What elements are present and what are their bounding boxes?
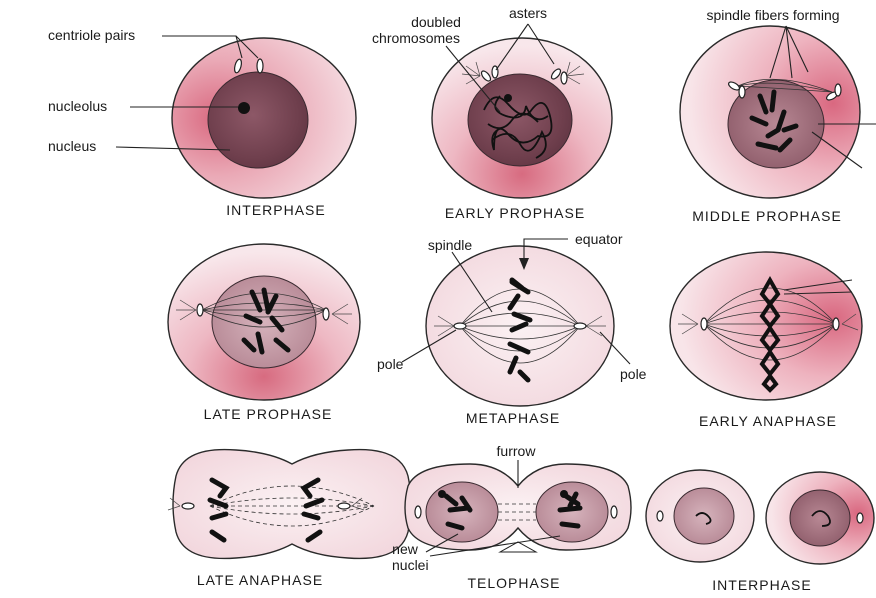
cell-late-prophase <box>168 244 360 400</box>
stage-label-telophase: TELOPHASE <box>467 575 560 591</box>
cell-interphase-2 <box>646 470 874 564</box>
cell-interphase-1 <box>172 38 356 198</box>
furrow-notch <box>500 542 536 552</box>
stage-label-interphase-1: INTERPHASE <box>226 202 325 218</box>
new-nucleus-left <box>426 482 498 542</box>
label-doubled: doubled <box>411 14 461 30</box>
nucleus <box>208 72 308 168</box>
cell-early-anaphase <box>670 252 862 400</box>
label-spindle-fibers-forming: spindle fibers forming <box>706 7 839 23</box>
stage-label-late-prophase: LATE PROPHASE <box>204 406 333 422</box>
label-pole-left: pole <box>377 356 404 372</box>
cell-membrane <box>173 450 411 559</box>
nucleus <box>468 74 572 166</box>
daughter-nucleus-right <box>790 490 850 546</box>
stage-label-middle-prophase: MIDDLE PROPHASE <box>692 208 842 224</box>
cell-middle-prophase <box>680 26 860 198</box>
label-nucleus: nucleus <box>48 138 96 154</box>
label-asters: asters <box>509 5 547 21</box>
cell-late-anaphase <box>168 450 411 559</box>
stage-label-metaphase: METAPHASE <box>466 410 560 426</box>
label-nuclei: nuclei <box>392 557 429 573</box>
label-centriole-pairs: centriole pairs <box>48 27 135 43</box>
stage-label-early-prophase: EARLY PROPHASE <box>445 205 585 221</box>
stage-label-interphase-2: INTERPHASE <box>712 577 811 593</box>
new-nucleus-right <box>536 482 608 542</box>
nucleolus <box>238 102 250 114</box>
cell-metaphase <box>426 246 614 406</box>
label-equator: equator <box>575 231 623 247</box>
label-nucleolus: nucleolus <box>48 98 107 114</box>
daughter-nucleus-left <box>674 488 734 544</box>
label-chromosomes: chromosomes <box>372 30 460 46</box>
label-spindle: spindle <box>428 237 473 253</box>
label-new: new <box>392 541 419 557</box>
stage-label-early-anaphase: EARLY ANAPHASE <box>699 413 837 429</box>
stage-label-late-anaphase: LATE ANAPHASE <box>197 572 323 588</box>
label-pole-right: pole <box>620 366 647 382</box>
label-furrow: furrow <box>497 443 537 459</box>
